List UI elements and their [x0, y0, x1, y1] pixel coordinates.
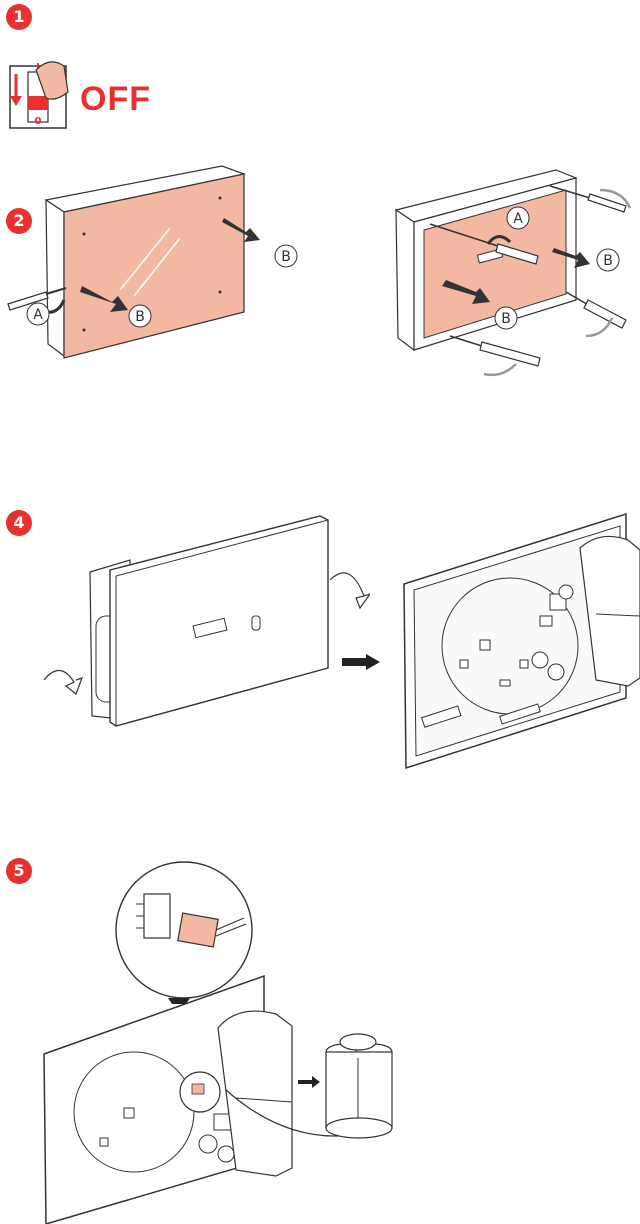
push-arrow-icon: [442, 280, 490, 304]
push-arrow-icon: [552, 248, 590, 268]
rotate-arrow-icon: [599, 188, 632, 209]
cover-panel: [63, 173, 245, 359]
step-4-cover-illustration: [43, 515, 370, 727]
battery-housing: [579, 535, 640, 687]
screwdriver-icon: [429, 223, 539, 265]
callout-b-step3-right: B: [603, 253, 613, 269]
rotate-arrow-icon: [43, 669, 84, 695]
screwdriver-icon: [449, 335, 541, 367]
push-arrow-icon: [80, 286, 128, 312]
screwdriver-icon: [7, 287, 67, 311]
callout-a-step2: A: [33, 307, 43, 323]
rotate-arrow-icon: [329, 572, 370, 610]
switch-off-mark: 0: [35, 116, 42, 127]
callout-a-step3: A: [513, 211, 523, 227]
callout-b-step3-left: B: [501, 311, 511, 327]
step-3-illustration: A B B: [394, 169, 632, 377]
battery-pack-icon: [325, 1033, 393, 1139]
push-arrow-icon: [298, 1076, 320, 1088]
breaker-switch-illustration: I 0: [9, 61, 69, 129]
off-label: OFF: [80, 80, 151, 118]
step-1-badge: 1: [6, 4, 32, 30]
step-5-badge: 5: [6, 858, 32, 884]
battery-housing: [217, 1010, 293, 1177]
step-2-badge: 2: [6, 208, 32, 234]
rotate-arrow-icon: [585, 317, 614, 338]
callout-b-step2-left: B: [135, 309, 145, 325]
step-5-illustration: [43, 861, 393, 1224]
screwdriver-icon: [565, 291, 627, 329]
push-arrow-icon: [222, 218, 260, 242]
callout-b-step2-right: B: [281, 249, 291, 265]
step-4-badge: 4: [6, 510, 32, 536]
step-4-pcb-illustration: [403, 512, 640, 770]
step-2-illustration: A B B: [7, 165, 298, 359]
rotate-arrow-icon: [483, 363, 517, 377]
transition-arrow-icon: [342, 654, 380, 670]
connector-icon: [136, 893, 247, 948]
cover-panel: [423, 189, 567, 339]
rotate-arrow-icon: [486, 235, 512, 245]
screwdriver-icon: [549, 185, 627, 213]
